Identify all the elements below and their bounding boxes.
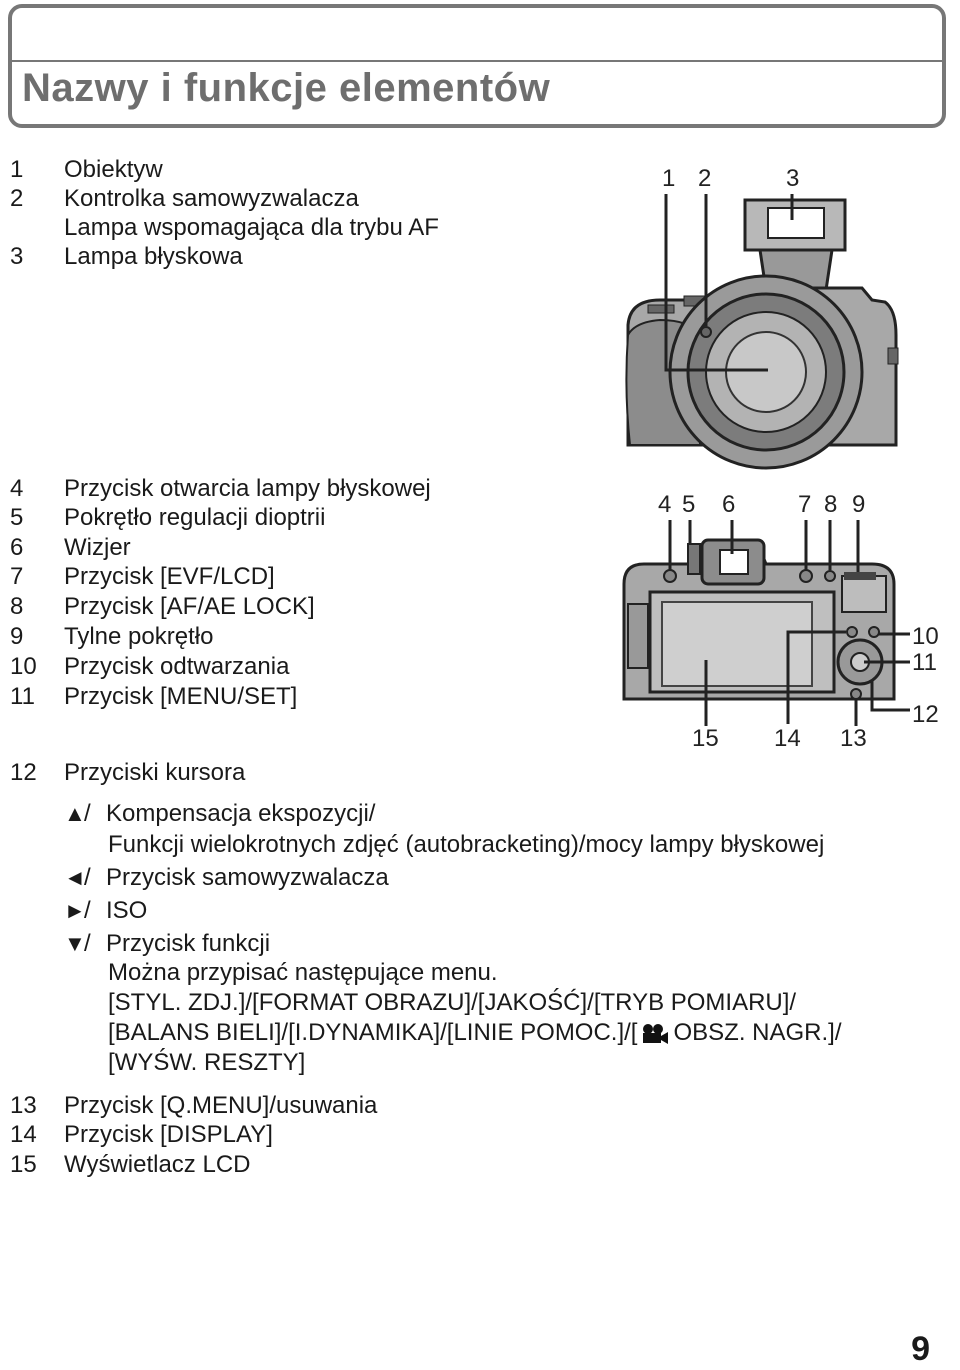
item-number: 12 <box>10 759 37 786</box>
item-label: Przycisk [DISPLAY] <box>64 1121 273 1148</box>
callout-label: 13 <box>840 725 867 752</box>
callout-label: 9 <box>852 491 865 518</box>
callout-label: 5 <box>682 491 695 518</box>
diopter-dial <box>687 543 701 575</box>
cursor-right-item: ►/ISO <box>64 894 147 927</box>
item-label: Przyciski kursora <box>64 759 246 786</box>
item-number: 2 <box>10 185 24 212</box>
item-label: Przycisk [MENU/SET] <box>64 683 298 710</box>
item-number: 9 <box>10 623 24 650</box>
callout-label: 11 <box>912 649 937 676</box>
title-rule <box>12 60 942 62</box>
item-number: 7 <box>10 563 24 590</box>
cursor-down-item: ▼/Przycisk funkcji <box>64 927 270 960</box>
cursor-up-label: Kompensacja ekspozycji/ <box>106 800 376 827</box>
item-label: Przycisk otwarcia lampy błyskowej <box>64 475 431 502</box>
item-number: 14 <box>10 1121 37 1148</box>
item-label: Przycisk odtwarzania <box>64 653 290 680</box>
cursor-down-label: Przycisk funkcji <box>106 930 271 957</box>
callout-label: 8 <box>824 491 837 518</box>
callout-label: 3 <box>786 165 799 192</box>
callout-label: 4 <box>658 491 671 518</box>
up-arrow-icon: ▲ <box>64 801 86 826</box>
item-number: 6 <box>10 534 24 561</box>
cursor-down-line2: Można przypisać następujące menu. <box>108 959 498 986</box>
callout-label: 14 <box>774 725 801 752</box>
cursor-down-line4: [BALANS BIELI]/[I.DYNAMIKA]/[LINIE POMOC… <box>108 1019 842 1046</box>
callout-label: 10 <box>912 623 939 650</box>
cursor-up-continuation: Funkcji wielokrotnych zdjęć (autobracket… <box>108 831 825 858</box>
item-number: 10 <box>10 653 37 680</box>
left-arrow-icon: ◄ <box>64 865 86 890</box>
callout-label: 12 <box>912 701 939 728</box>
movie-camera-icon <box>643 1023 669 1044</box>
cursor-left-label: Przycisk samowyzwalacza <box>106 864 389 891</box>
item-label: Pokrętło regulacji dioptrii <box>64 504 326 531</box>
item-label: Lampa wspomagająca dla trybu AF <box>64 214 439 241</box>
title-frame <box>8 4 946 128</box>
item-number: 5 <box>10 504 24 531</box>
cursor-left-item: ◄/Przycisk samowyzwalacza <box>64 861 389 894</box>
item-label: Kontrolka samowyzwalacza <box>64 185 359 212</box>
camera-front-illustration: 1 2 3 <box>625 165 899 470</box>
callout-label: 1 <box>662 165 675 192</box>
right-arrow-icon: ► <box>64 898 86 923</box>
item-label: Wyświetlacz LCD <box>64 1151 251 1178</box>
af-lamp <box>700 326 712 338</box>
rear-dial <box>841 575 887 613</box>
item-label: Tylne pokrętło <box>64 623 214 650</box>
item-number: 1 <box>10 156 24 183</box>
callout-label: 6 <box>722 491 735 518</box>
item-number: 13 <box>10 1092 37 1119</box>
item-number: 8 <box>10 593 24 620</box>
flash-window <box>767 207 825 239</box>
cursor-up-item: ▲/Kompensacja ekspozycji/ <box>64 797 375 830</box>
item-number: 4 <box>10 475 24 502</box>
item-label: Lampa błyskowa <box>64 243 243 270</box>
camera-back-illustration: 4 5 6 7 8 9 10 11 12 15 14 13 <box>622 491 939 752</box>
item-label: Wizjer <box>64 534 131 561</box>
callout-label: 7 <box>798 491 811 518</box>
page-number: 9 <box>911 1330 930 1368</box>
callout-label: 15 <box>692 725 719 752</box>
page-title: Nazwy i funkcje elementów <box>22 66 551 110</box>
item-label: Przycisk [Q.MENU]/usuwania <box>64 1092 378 1119</box>
item-number: 11 <box>10 683 35 710</box>
cursor-down-line3: [STYL. ZDJ.]/[FORMAT OBRAZU]/[JAKOŚĆ]/[T… <box>108 989 797 1016</box>
item-number: 3 <box>10 243 24 270</box>
cursor-down-line5: [WYŚW. RESZTY] <box>108 1049 306 1076</box>
item-label: Przycisk [AF/AE LOCK] <box>64 593 315 620</box>
cursor-right-label: ISO <box>106 897 148 924</box>
item-label: Przycisk [EVF/LCD] <box>64 563 275 590</box>
callout-label: 2 <box>698 165 711 192</box>
item-label: Obiektyw <box>64 156 163 183</box>
item-number: 15 <box>10 1151 37 1178</box>
down-arrow-icon: ▼ <box>64 931 86 956</box>
